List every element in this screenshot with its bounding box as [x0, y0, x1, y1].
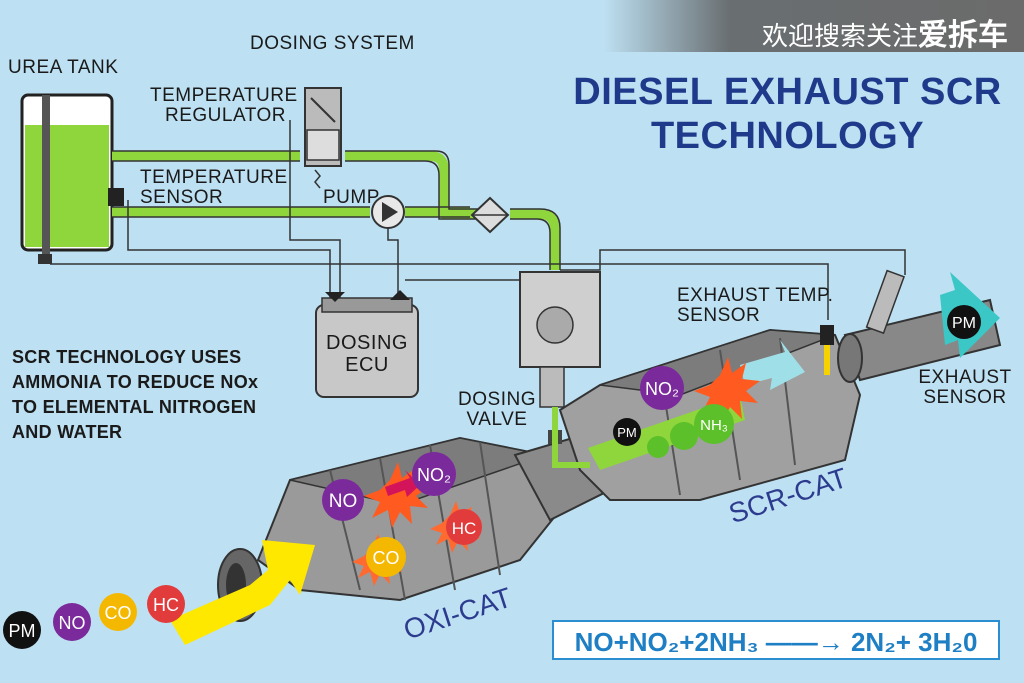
dosing-ecu — [315, 290, 419, 398]
scr-nh3-molecule: NH₃ — [694, 404, 734, 444]
title-line-1: DIESEL EXHAUST SCR — [573, 71, 1002, 113]
svg-text:PM: PM — [952, 315, 976, 332]
scr-no2-molecule: NO₂ — [640, 366, 684, 410]
pump-label: PUMP — [323, 187, 380, 208]
temperature-sensor-line-2: SENSOR — [140, 187, 224, 208]
watermark-brand: 爱拆车 — [918, 18, 1008, 53]
scr-pm-molecule: PM — [613, 418, 641, 446]
exhaust-sensor-line-1: EXHAUST — [918, 367, 1012, 388]
svg-text:CO: CO — [105, 603, 132, 623]
exhaust-sensor-label: EXHAUST SENSOR — [915, 368, 1015, 408]
clean-flow-arrow — [740, 340, 805, 390]
temperature-regulator-line-2: REGULATOR — [165, 105, 286, 126]
svg-text:NO₂: NO₂ — [417, 465, 451, 485]
scr-description: SCR TECHNOLOGY USES AMMONIA TO REDUCE NO… — [12, 345, 312, 445]
pm-molecule: PM — [3, 611, 41, 649]
temperature-regulator-label: TEMPERATURE REGULATOR — [150, 85, 298, 126]
svg-text:NH₃: NH₃ — [700, 417, 728, 434]
temperature-sensor-line-1: TEMPERATURE — [140, 167, 288, 188]
note-line-3: TO ELEMENTAL NITROGEN — [12, 397, 257, 417]
dosing-ecu-line-2: ECU — [345, 354, 389, 376]
temperature-regulator-line-1: TEMPERATURE — [150, 85, 298, 106]
oxi-hc-molecule: HC — [446, 509, 482, 545]
exhaust-sensor-icon — [865, 269, 905, 335]
exhaust-temp-line-2: SENSOR — [677, 305, 761, 326]
outlet-pm-molecule: PM — [947, 305, 981, 339]
dosing-valve-label: DOSING VALVE — [452, 390, 542, 430]
svg-text:NO: NO — [329, 491, 358, 512]
svg-text:HC: HC — [452, 519, 477, 538]
co-molecule: CO — [99, 593, 137, 631]
reaction-equation: NO+NO₂+2NH₃ ——→ 2N₂+ 3H₂0 — [552, 620, 1000, 660]
dosing-ecu-label: DOSING ECU — [316, 332, 418, 376]
oxi-no-molecule: NO — [322, 479, 364, 521]
exhaust-temp-line-1: EXHAUST TEMP. — [677, 285, 834, 306]
hc-molecule: HC — [147, 585, 185, 623]
svg-text:NO₂: NO₂ — [645, 379, 679, 399]
temperature-sensor-label: TEMPERATURE SENSOR — [140, 168, 288, 208]
exhaust-inflow-arrow — [170, 540, 315, 645]
exhaust-sensor-line-2: SENSOR — [923, 387, 1007, 408]
dosing-valve-line-2: VALVE — [466, 409, 528, 430]
urea-lines — [112, 151, 560, 270]
title-line-2: TECHNOLOGY — [650, 115, 925, 157]
svg-text:PM: PM — [617, 425, 637, 440]
svg-text:PM: PM — [9, 621, 36, 641]
urea-tank-label: UREA TANK — [8, 57, 119, 78]
note-line-2: AMMONIA TO REDUCE NOx — [12, 372, 259, 392]
signal-wires — [50, 120, 906, 320]
temperature-sensor-icon — [108, 188, 124, 206]
exhaust-temp-sensor-icon — [820, 325, 834, 375]
watermark-banner — [604, 0, 1024, 52]
oxi-co-molecule: CO — [366, 537, 406, 577]
exhaust-temp-sensor-label: EXHAUST TEMP. SENSOR — [677, 286, 833, 326]
temperature-regulator — [304, 87, 342, 189]
urea-tank — [20, 93, 114, 264]
page-title: DIESEL EXHAUST SCR TECHNOLOGY — [560, 70, 1015, 158]
dosing-ecu-line-1: DOSING — [326, 332, 408, 354]
pump-icon — [371, 195, 405, 229]
dosing-valve — [519, 271, 601, 468]
equation-text: NO+NO₂+2NH₃ ——→ 2N₂+ 3H₂0 — [574, 627, 978, 657]
svg-text:CO: CO — [373, 548, 400, 568]
watermark-text: 欢迎搜索关注爱拆车 — [762, 10, 1008, 54]
dosing-valve-line-1: DOSING — [458, 389, 536, 410]
svg-text:HC: HC — [153, 595, 179, 615]
note-line-1: SCR TECHNOLOGY USES — [12, 347, 242, 367]
watermark-prefix: 欢迎搜索关注 — [761, 22, 918, 52]
no-molecule: NO — [53, 603, 91, 641]
note-line-4: AND WATER — [12, 422, 123, 442]
svg-text:NO: NO — [59, 613, 86, 633]
filter-icon — [470, 196, 510, 234]
dosing-system-label: DOSING SYSTEM — [250, 33, 415, 54]
oxi-no2-molecule: NO₂ — [412, 452, 456, 496]
